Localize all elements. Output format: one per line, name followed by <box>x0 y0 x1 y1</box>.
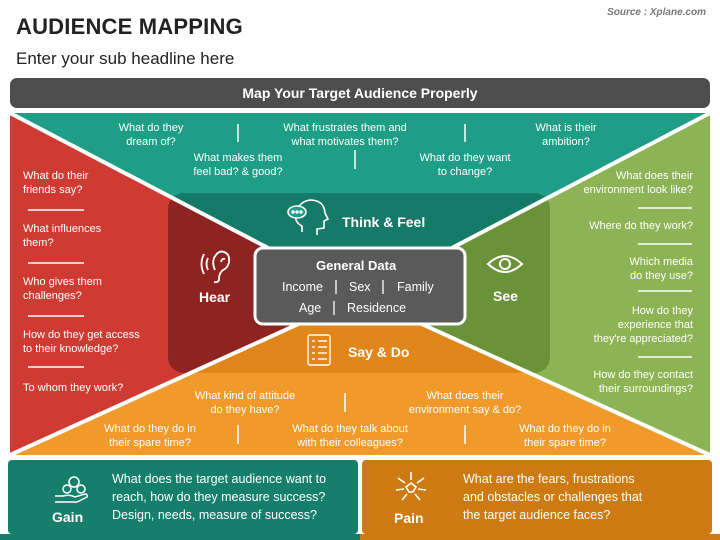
general-data-title: General Data <box>316 258 397 273</box>
burst-icon <box>395 472 427 501</box>
see-question-appreciated: How do they experience that they're appr… <box>593 305 693 345</box>
see-question-work: Where do they work? <box>589 220 693 232</box>
gain-label: Gain <box>52 509 84 525</box>
ear-icon <box>200 250 231 284</box>
think-feel-label: Think & Feel <box>342 214 426 230</box>
general-data-box <box>253 246 467 326</box>
gain-description: What does the target audience want to re… <box>112 472 327 522</box>
say-question-colleagues: What do they talk about with their colle… <box>292 423 408 449</box>
hear-label: Hear <box>199 289 231 305</box>
hear-question-work: To whom they work? <box>23 382 124 394</box>
bottom-bar-gain <box>0 534 360 540</box>
see-question-contact: How do they contact their surroundings? <box>593 369 693 395</box>
think-question-frustrate: What frustrates them and what motivates … <box>283 122 407 148</box>
bottom-bar-pain <box>360 534 720 540</box>
general-data-family: Family <box>397 280 434 294</box>
coins-hand-icon <box>55 476 88 503</box>
eye-icon <box>486 255 524 273</box>
pain-description: What are the fears, frustrations and obs… <box>463 472 643 522</box>
general-data-sex: Sex <box>349 280 371 294</box>
page-subtitle: Enter your sub headline here <box>16 49 235 68</box>
page-title: AUDIENCE MAPPING <box>16 14 243 39</box>
general-data-income: Income <box>282 280 323 294</box>
pain-box: Pain What are the fears, frustrations an… <box>362 460 712 534</box>
general-data-residence: Residence <box>347 301 407 315</box>
pain-label: Pain <box>394 510 424 526</box>
think-question-ambition: What is their ambition? <box>535 122 597 148</box>
diagram-banner: Map Your Target Audience Properly <box>10 78 710 108</box>
question-dividers <box>28 124 692 444</box>
think-question-change: What do they want to change? <box>419 152 511 178</box>
hear-question-challenge: Who gives them challenges? <box>23 276 102 302</box>
hear-question-influence: What influences them? <box>23 223 102 249</box>
hear-question-friends: What do their friends say? <box>23 170 89 196</box>
say-question-spare-time-left: What do they do in their spare time? <box>104 423 196 449</box>
say-question-attitude: What kind of attitude do they have? <box>194 390 296 416</box>
checklist-icon <box>307 334 331 366</box>
head-thought-icon <box>287 199 330 235</box>
say-question-spare-time-right: What do they do in their spare time? <box>519 423 611 449</box>
hear-question-knowledge: How do they get access to their knowledg… <box>23 329 140 355</box>
think-question-feel: What makes them feel bad? & good? <box>193 152 283 178</box>
general-data-age: Age <box>299 301 322 315</box>
say-question-environment: What does their environment say & do? <box>408 390 522 416</box>
say-do-region <box>10 296 710 455</box>
inner-panel <box>168 193 550 373</box>
think-question-dream: What do they dream of? <box>118 122 184 148</box>
say-do-label: Say & Do <box>348 344 410 360</box>
source-credit: Source : Xplane.com <box>607 7 706 18</box>
see-question-environment: What does their environment look like? <box>583 170 693 196</box>
see-label: See <box>493 288 518 304</box>
gain-box: Gain What does the target audience want … <box>8 460 358 534</box>
see-question-media: Which media do they use? <box>629 256 693 282</box>
